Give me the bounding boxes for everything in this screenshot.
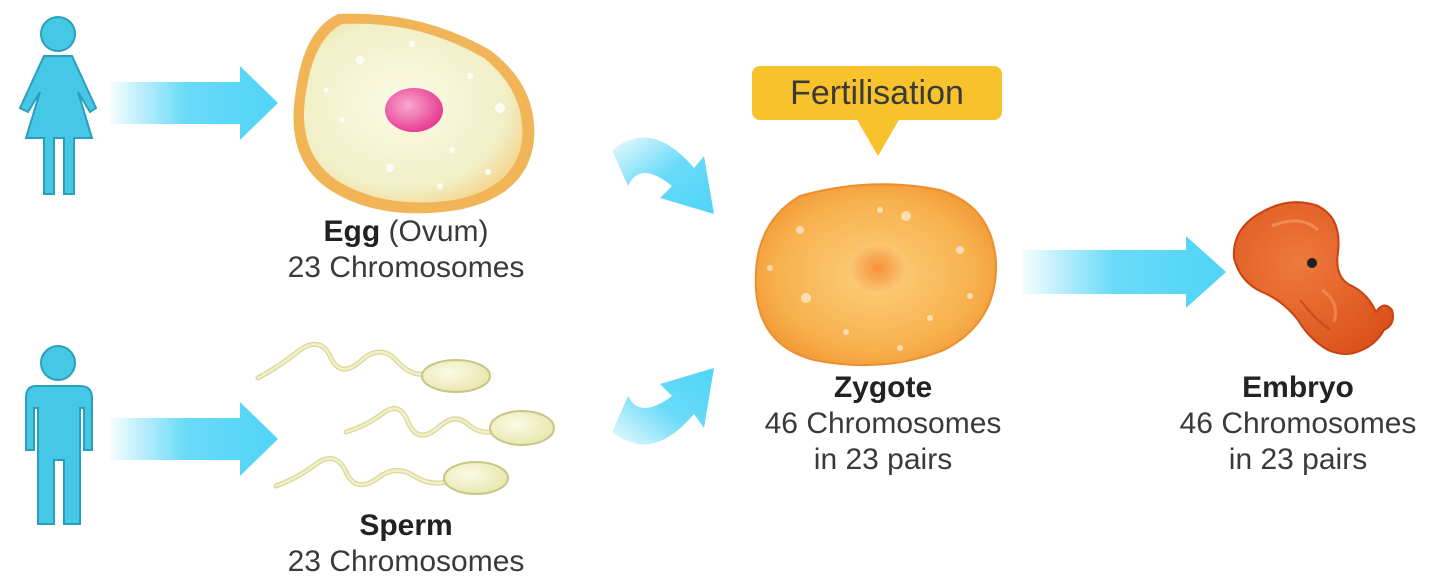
embryo-label: Embryo 46 Chromosomes in 23 pairs — [1158, 370, 1438, 478]
fertilisation-callout: Fertilisation — [752, 66, 1002, 120]
arrow-sperm-to-zygote — [612, 368, 714, 445]
sperm-cell — [273, 456, 509, 495]
sperm-cell — [255, 341, 491, 393]
egg-qualifier: (Ovum) — [388, 215, 489, 248]
sperm-cells — [255, 341, 555, 495]
arrow-male-to-sperm — [110, 402, 278, 476]
fertilisation-label: Fertilisation — [790, 73, 964, 112]
fertilisation-callout-pointer — [856, 118, 900, 156]
zygote-nucleus — [849, 243, 907, 293]
zygote-name: Zygote — [833, 371, 933, 404]
embryo-name: Embryo — [1242, 371, 1354, 404]
male-figure-icon — [25, 345, 93, 525]
arrow-egg-to-zygote — [612, 137, 714, 214]
embryo-eye — [1307, 258, 1317, 268]
egg-label: Egg (Ovum) 23 Chromosomes — [256, 214, 556, 286]
sperm-label: Sperm 23 Chromosomes — [256, 508, 556, 580]
arrow-zygote-to-embryo — [1022, 236, 1226, 308]
zygote-cell — [754, 183, 998, 367]
zygote-label: Zygote 46 Chromosomes in 23 pairs — [738, 370, 1028, 478]
arrow-female-to-egg — [110, 66, 278, 140]
egg-title: Egg (Ovum) — [256, 214, 556, 250]
zygote-pairs: in 23 pairs — [813, 443, 953, 476]
egg-nucleus — [385, 88, 443, 132]
egg-chromosomes: 23 Chromosomes — [287, 251, 525, 284]
embryo-pairs: in 23 pairs — [1228, 443, 1368, 476]
zygote-chromosomes: 46 Chromosomes — [764, 407, 1002, 440]
embryo-chromosomes: 46 Chromosomes — [1179, 407, 1417, 440]
female-figure-icon — [18, 16, 98, 195]
egg-name: Egg — [323, 215, 381, 248]
sperm-chromosomes: 23 Chromosomes — [287, 545, 525, 578]
egg-cell — [293, 13, 535, 214]
sperm-cell — [343, 406, 555, 446]
sperm-name: Sperm — [359, 509, 453, 542]
embryo-figure — [1232, 201, 1394, 355]
